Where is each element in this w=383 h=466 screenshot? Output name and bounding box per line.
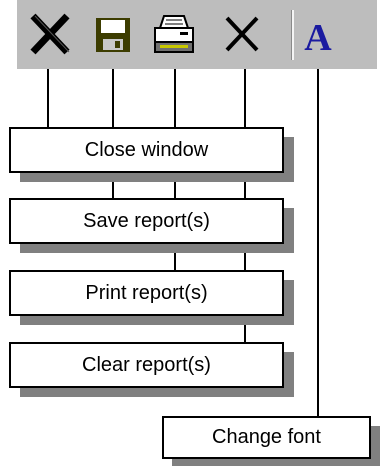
save-report-label: Save report(s) [83, 209, 210, 232]
font-a-icon: A [304, 17, 332, 59]
change-font-button[interactable]: A [289, 6, 347, 62]
close-window-callout: Close window [9, 127, 284, 173]
clear-report-button[interactable] [213, 6, 271, 62]
svg-text:A: A [304, 17, 332, 59]
print-report-label: Print report(s) [85, 281, 208, 304]
close-window-button[interactable] [21, 6, 79, 62]
print-report-button[interactable] [146, 6, 204, 62]
printer-icon [154, 15, 194, 53]
toolbar: A [17, 0, 377, 69]
save-report-button[interactable] [84, 6, 142, 62]
clear-report-callout: Clear report(s) [9, 342, 284, 388]
toolbar-separator [291, 10, 294, 60]
close-window-label: Close window [84, 138, 209, 161]
clear-report-label: Clear report(s) [82, 353, 211, 376]
change-font-callout: Change font [162, 416, 371, 459]
print-report-callout: Print report(s) [9, 270, 284, 316]
change-font-label: Change font [212, 426, 321, 448]
save-report-callout: Save report(s) [9, 198, 284, 244]
close-window-icon [30, 13, 70, 55]
floppy-disk-icon [96, 18, 130, 52]
clear-x-icon [225, 16, 259, 52]
